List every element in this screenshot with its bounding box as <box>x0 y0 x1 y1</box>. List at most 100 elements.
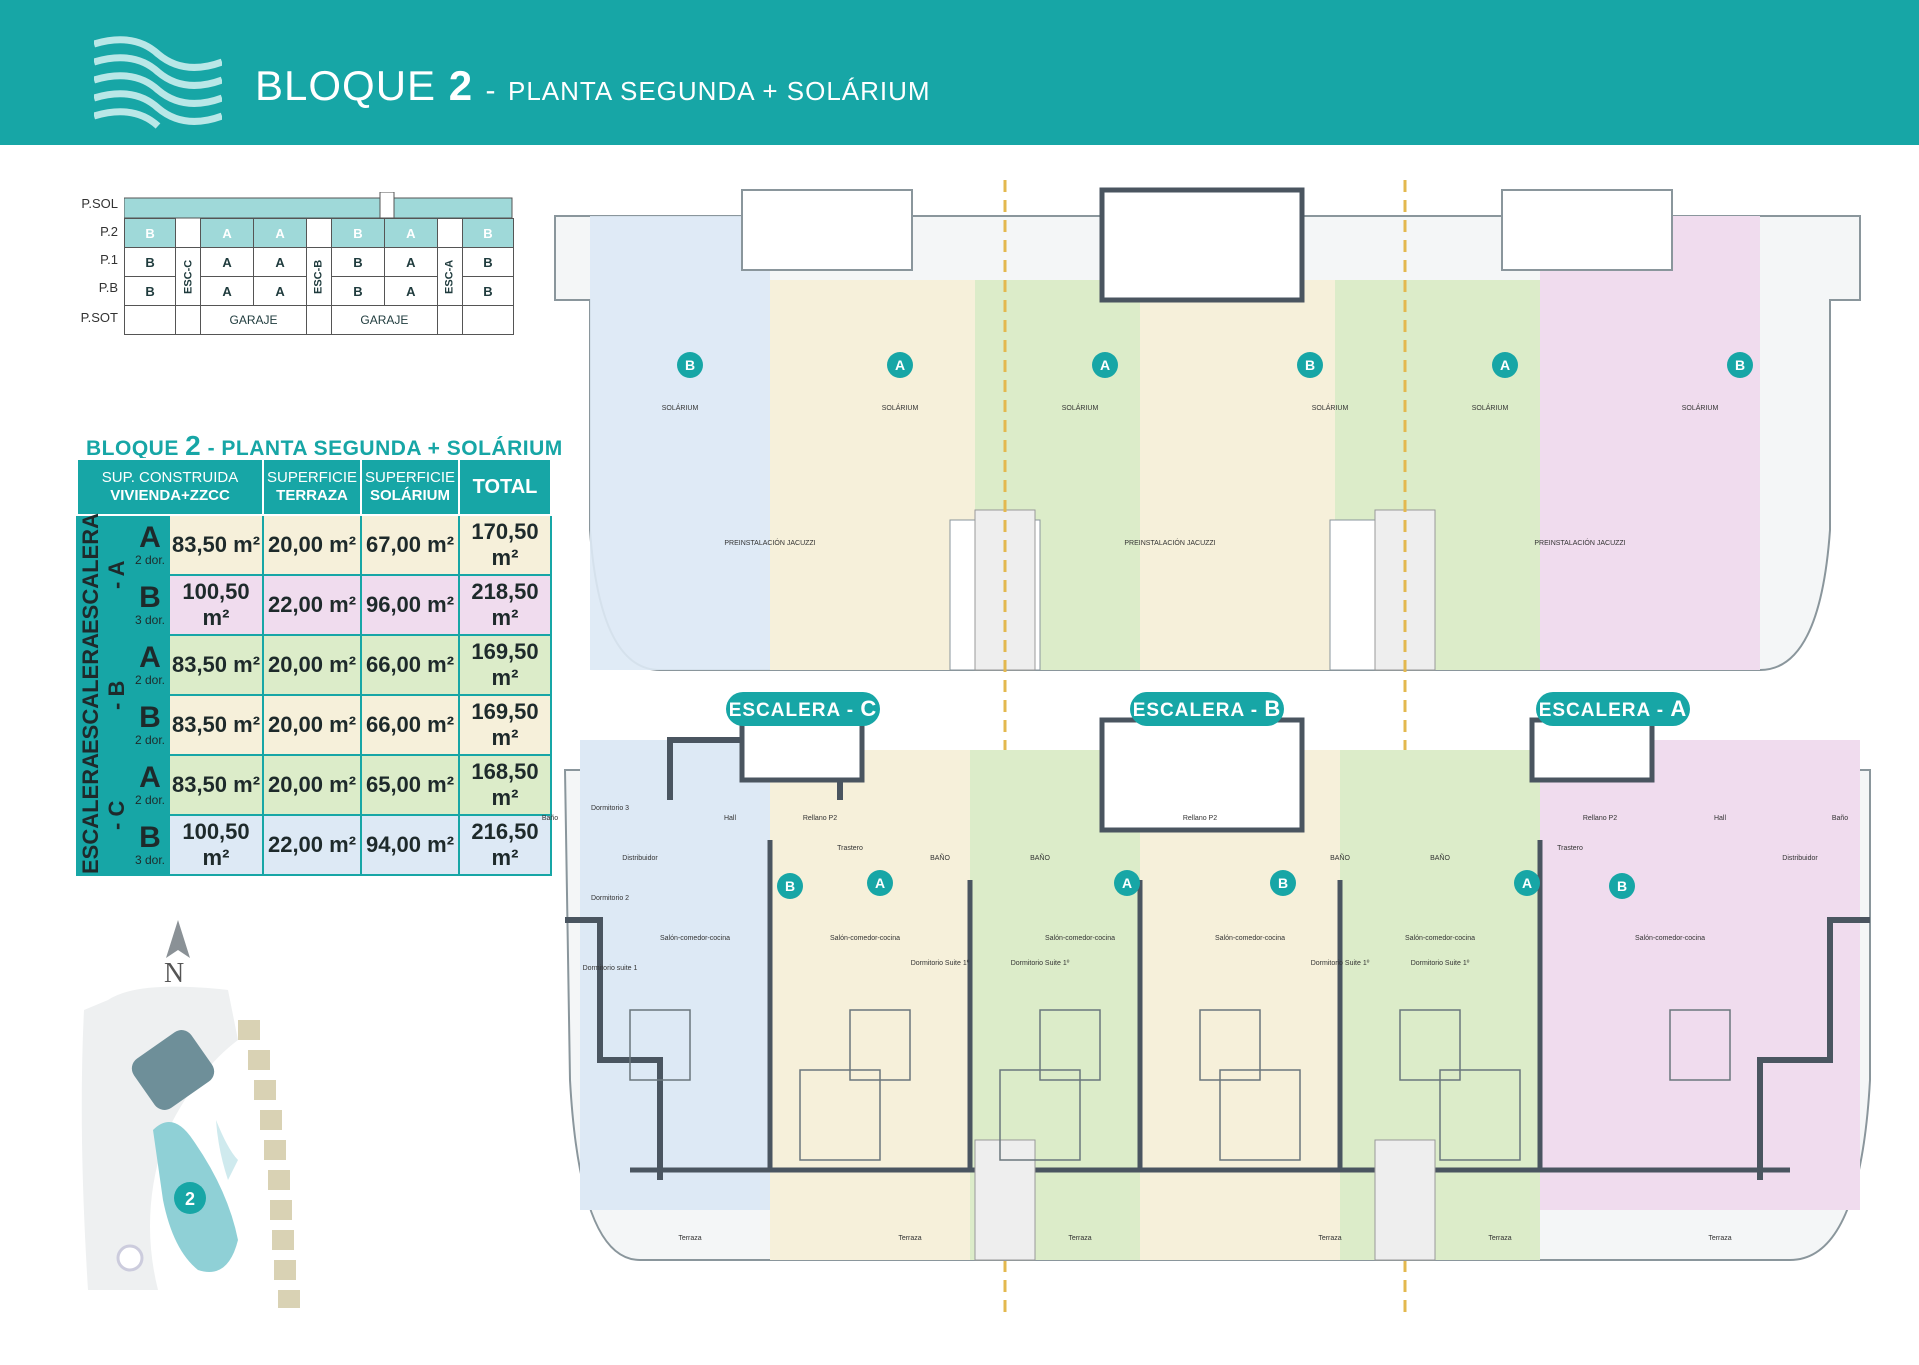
cell-total: 170,50 m² <box>458 514 552 576</box>
unit-marker: A <box>895 357 905 373</box>
cell-solarium: 65,00 m² <box>360 754 460 816</box>
solarium-unit-a <box>770 280 975 670</box>
floor-plans: SOLÁRIUM SOLÁRIUM SOLÁRIUM SOLÁRIUM SOLÁ… <box>542 180 1871 1320</box>
stairs <box>1374 1139 1436 1261</box>
room-label: Salón-comedor-cocina <box>1405 935 1475 942</box>
level-label: P.SOL <box>81 196 118 211</box>
cell-terraza: 20,00 m² <box>262 514 362 576</box>
solarium-room-label: SOLÁRIUM <box>662 403 699 412</box>
level-label: P.SOT <box>80 310 118 325</box>
section-cell: B <box>330 247 385 277</box>
unit-marker: B <box>1617 878 1627 894</box>
cell-vivienda: 83,50 m² <box>168 514 264 576</box>
section-cell: B <box>123 218 177 248</box>
header-total: TOTAL <box>458 458 552 516</box>
room-label: Hall <box>724 815 737 822</box>
section-table: B A A B A B B ESC-C A A ESC-B B A ESC-A … <box>123 218 515 335</box>
section-cell: A <box>383 276 438 306</box>
unit-marker: B <box>1278 875 1288 891</box>
unit-b-escalera-c <box>580 740 770 1210</box>
cell-vivienda: 100,50 m² <box>168 574 264 636</box>
unit-dorms: 2 dor. <box>134 553 166 567</box>
cell-total: 216,50 m² <box>458 814 552 876</box>
unit-dorms: 2 dor. <box>134 793 166 807</box>
unit-marker: A <box>1522 875 1532 891</box>
room-label: BAÑO <box>1430 853 1450 862</box>
room-label: Salón-comedor-cocina <box>830 935 900 942</box>
room-label: Baño <box>542 815 558 822</box>
cell-vivienda: 100,50 m² <box>168 814 264 876</box>
second-floor-plan <box>563 717 1871 1261</box>
escalera-label: ESCALERA - C <box>77 752 131 875</box>
level-label: P.2 <box>100 224 118 239</box>
garage-label: GARAJE <box>330 305 438 335</box>
room-labels: SOLÁRIUM SOLÁRIUM SOLÁRIUM SOLÁRIUM SOLÁ… <box>542 403 1848 1242</box>
unit-marker: B <box>685 357 695 373</box>
jacuzzi-label: PREINSTALACIÓN JACUZZI <box>1124 538 1215 547</box>
block-2-marker <box>174 1182 206 1214</box>
unit-dorms: 3 dor. <box>134 613 166 627</box>
room-label: Distribuidor <box>622 855 658 862</box>
terrace-label: Terraza <box>1708 1235 1731 1242</box>
unit-letter: A <box>139 521 161 554</box>
room-label: Trastero <box>1557 845 1583 852</box>
room-label: Dormitorio Suite 1º <box>1311 960 1370 967</box>
page-title: BLOQUE 2 - PLANTA SEGUNDA + SOLÁRIUM <box>255 62 931 109</box>
escalera-a-label: ESCALERA - A <box>1536 692 1690 726</box>
section-cell: A <box>200 276 255 306</box>
room-label: Hall <box>1714 815 1727 822</box>
table-title: BLOQUE 2 - PLANTA SEGUNDA + SOLÁRIUM <box>86 430 563 461</box>
jacuzzi-label: PREINSTALACIÓN JACUZZI <box>1534 538 1625 547</box>
site-plan: 2 <box>81 986 300 1308</box>
unit-b-escalera-a <box>1540 740 1860 1210</box>
north-arrow-icon <box>166 920 190 958</box>
solarium-room-label: SOLÁRIUM <box>1682 403 1719 412</box>
unit-a-escalera-c <box>770 750 970 1260</box>
solarium-room-label: SOLÁRIUM <box>1312 403 1349 412</box>
block-1 <box>131 1030 215 1110</box>
stair-core <box>1099 717 1305 833</box>
escalera-label: ESCALERA - A <box>77 512 131 635</box>
room-label: Dormitorio 2 <box>591 895 629 902</box>
header-bar: BLOQUE 2 - PLANTA SEGUNDA + SOLÁRIUM <box>0 0 1919 145</box>
solarium-room-label: SOLÁRIUM <box>1062 403 1099 412</box>
room-label: Rellano P2 <box>1583 815 1617 822</box>
unit-letter: A <box>139 641 161 674</box>
unit-marker: A <box>875 875 885 891</box>
garage-label: GARAJE <box>200 305 307 335</box>
floor-markers: B A A B A B <box>777 870 1635 899</box>
unit-marker: A <box>1500 357 1510 373</box>
level-label: P.B <box>98 280 118 295</box>
room-label: Distribuidor <box>1782 855 1818 862</box>
solarium-room-label: SOLÁRIUM <box>882 403 919 412</box>
unit-marker: B <box>785 878 795 894</box>
cell-solarium: 66,00 m² <box>360 634 460 696</box>
section-cell: A <box>253 247 307 277</box>
cell-terraza: 22,00 m² <box>262 574 362 636</box>
cell-solarium: 94,00 m² <box>360 814 460 876</box>
stair-label: ESC-C <box>175 247 201 306</box>
section-cell: B <box>330 218 385 248</box>
section-cell: B <box>123 247 177 277</box>
terrace-label: Terraza <box>1068 1235 1091 1242</box>
solarium-unit-b <box>590 216 770 670</box>
cell-total: 169,50 m² <box>458 634 552 696</box>
unit-marker: A <box>1122 875 1132 891</box>
cell-total: 218,50 m² <box>458 574 552 636</box>
cell-solarium: 67,00 m² <box>360 514 460 576</box>
unit-b-escalera-b <box>1140 750 1340 1260</box>
jacuzzi-label: PREINSTALACIÓN JACUZZI <box>724 538 815 547</box>
room-label: Dormitorio Suite 1º <box>1411 960 1470 967</box>
unit-letter: B <box>139 701 161 734</box>
section-cell: A <box>253 276 307 306</box>
cell-vivienda: 83,50 m² <box>168 694 264 756</box>
block-2-label: 2 <box>185 1189 195 1209</box>
room-label: Salón-comedor-cocina <box>1635 935 1705 942</box>
